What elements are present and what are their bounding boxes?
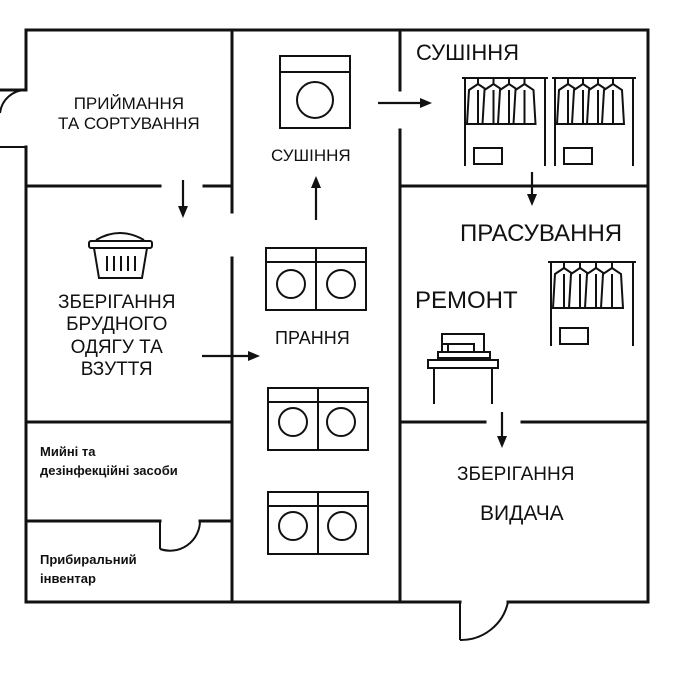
- room-label-washing: ПРАННЯ: [275, 328, 350, 348]
- clothes-rack-icon: [548, 261, 636, 346]
- washing-machine-icon: [265, 247, 367, 311]
- flow-arrows: [178, 98, 537, 448]
- room-label-ironing: ПРАСУВАННЯ: [460, 220, 623, 247]
- clothes-rack-icon: [462, 77, 548, 166]
- room-label-storage: ЗБЕРІГАННЯ: [457, 464, 575, 485]
- room-label-issue: ВИДАЧА: [480, 502, 564, 525]
- room-label-drying-right: СУШІННЯ: [416, 40, 520, 65]
- room-label-drying-center: СУШІННЯ: [271, 146, 351, 165]
- dryer-icon: [279, 55, 351, 129]
- washing-machine-icon: [267, 491, 369, 555]
- sewing-machine-icon: [427, 333, 499, 404]
- doors: [0, 88, 509, 642]
- room-label-repair: РЕМОНТ: [415, 287, 518, 314]
- washing-machine-icon: [267, 387, 369, 451]
- clothes-rack-icon: [552, 77, 636, 166]
- interior-walls: [24, 28, 650, 604]
- laundry-basket-icon: [88, 232, 153, 279]
